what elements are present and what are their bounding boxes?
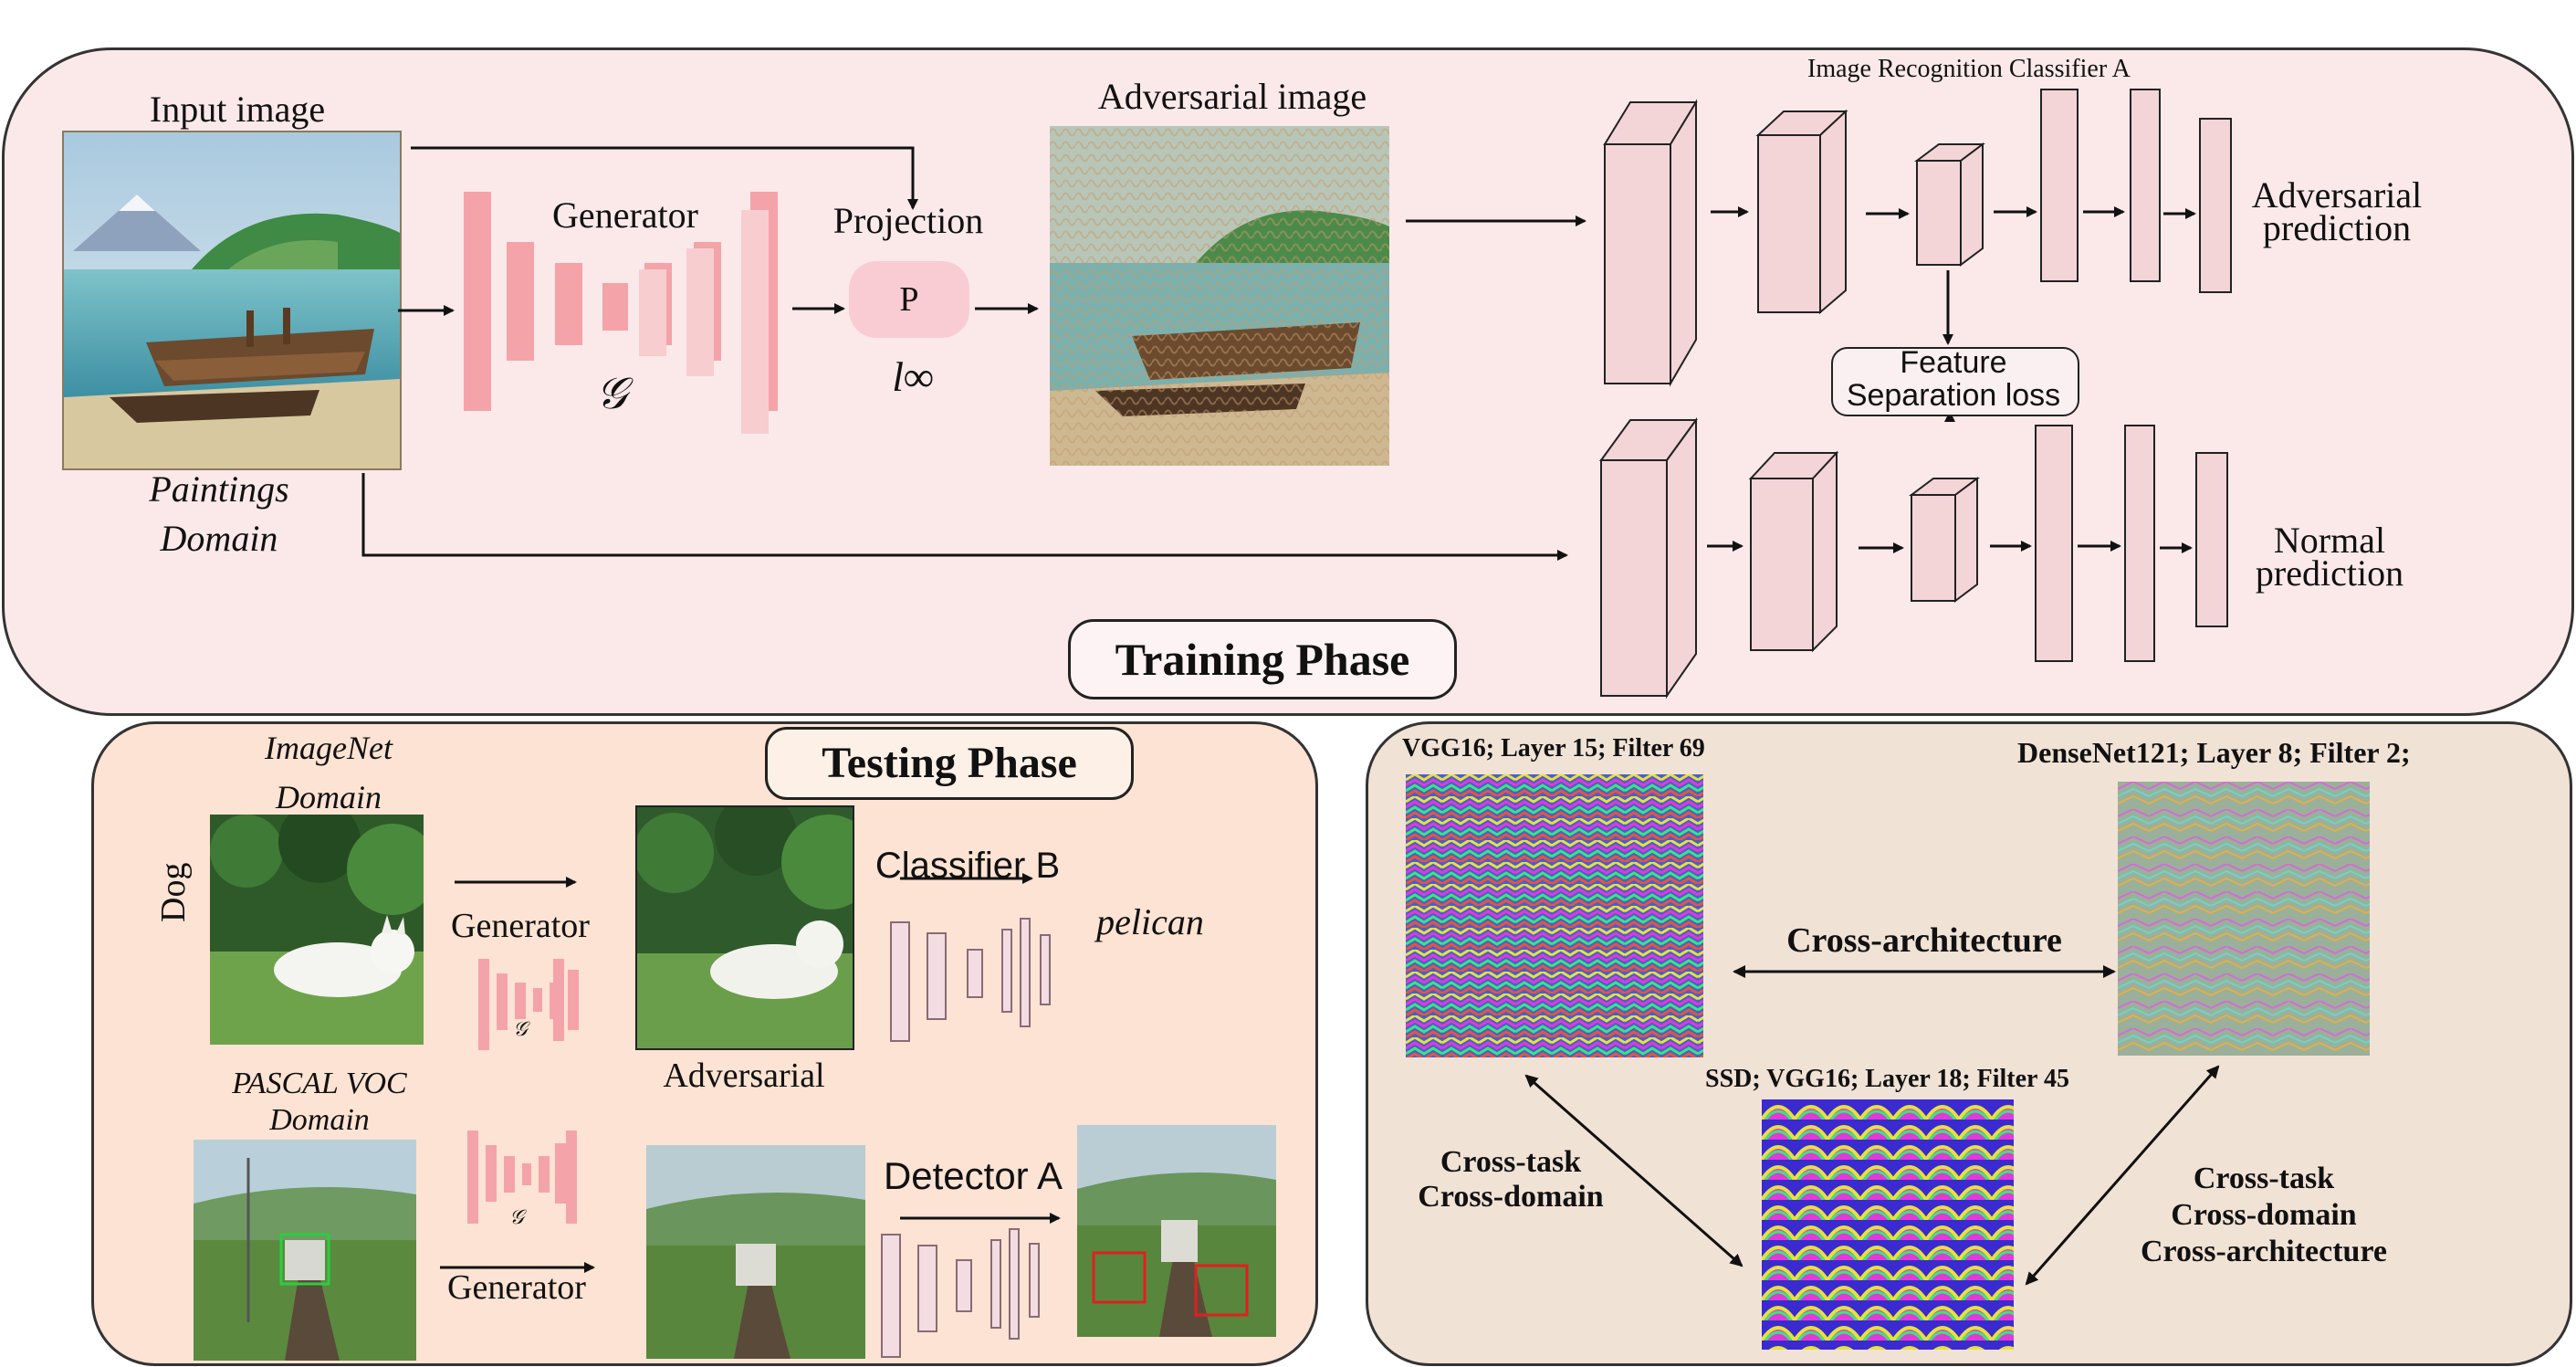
imagenet-label-line1: ImageNet [265, 730, 393, 766]
adversarial-prediction-line1: Adversarial [2251, 174, 2423, 216]
testing-phase-title: Testing Phase [765, 727, 1134, 800]
train-input-image [194, 1140, 416, 1361]
testing-phase-text: Testing Phase [822, 739, 1077, 787]
detector-a-label: Detector A [883, 1154, 1063, 1197]
normal-prediction-line1: Normal [2273, 520, 2386, 561]
ssd-filter-image [1762, 1099, 2014, 1350]
ssd-filter-label: SSD; VGG16; Layer 18; Filter 45 [1705, 1065, 2069, 1093]
feature-loss-line2: Separation loss [1846, 378, 2061, 413]
projection-box: P [849, 261, 969, 338]
adversarial-prediction-line2: prediction [2262, 207, 2412, 248]
pascal-label-line1: PASCAL VOC [232, 1067, 407, 1100]
feature-loss-line1: Feature [1900, 345, 2007, 380]
generator-label: Generator [552, 195, 698, 236]
generator-symbol-test1: 𝒢 [513, 1017, 528, 1040]
generator-network [456, 183, 794, 438]
imagenet-label-line2: Domain [276, 779, 382, 815]
pelican-prediction: pelican [1096, 901, 1204, 942]
densenet-filter-label: DenseNet121; Layer 8; Filter 2; [2017, 736, 2411, 769]
left-cross-line2: Cross-domain [1418, 1180, 1604, 1214]
normal-prediction-line2: prediction [2255, 552, 2404, 594]
generator-label-test2: Generator [447, 1268, 586, 1307]
generator-symbol-test2: 𝒢 [509, 1205, 524, 1228]
right-cross-line1: Cross-task [2193, 1162, 2335, 1195]
densenet-filter-image [2118, 782, 2370, 1056]
generator-label-test1: Generator [451, 907, 590, 945]
right-cross-line3: Cross-architecture [2140, 1235, 2388, 1268]
training-phase-text: Training Phase [1115, 634, 1410, 685]
pascal-label-line2: Domain [269, 1103, 370, 1137]
domain-label-line2: Domain [160, 518, 278, 559]
cross-architecture-label: Cross-architecture [1786, 921, 2062, 960]
vgg-filter-label: VGG16; Layer 15; Filter 69 [1402, 734, 1705, 762]
left-cross-line1: Cross-task [1440, 1145, 1582, 1179]
input-painting-image [62, 131, 402, 470]
vgg-filter-image [1406, 774, 1703, 1057]
classifier-a-label: Image Recognition Classifier A [1807, 55, 2131, 83]
projection-symbol: P [899, 280, 919, 319]
classifier-b-label: Classifier B [874, 846, 1061, 886]
domain-label-line1: Paintings [149, 468, 289, 510]
input-image-label: Input image [149, 89, 326, 130]
generator-symbol: 𝒢 [595, 370, 628, 418]
dog-adversarial-image [635, 805, 854, 1050]
adversarial-image-label: Adversarial image [1097, 76, 1367, 117]
detection-output-image [1077, 1125, 1276, 1337]
train-adversarial-image [646, 1145, 865, 1359]
adversarial-label: Adversarial [663, 1057, 825, 1095]
training-phase-title: Training Phase [1068, 619, 1457, 699]
dog-input-image [210, 815, 424, 1045]
feature-separation-loss-box [1831, 347, 2079, 416]
right-cross-line2: Cross-domain [2171, 1198, 2357, 1232]
adversarial-painting-image [1050, 126, 1389, 466]
norm-label: l∞ [892, 353, 934, 400]
